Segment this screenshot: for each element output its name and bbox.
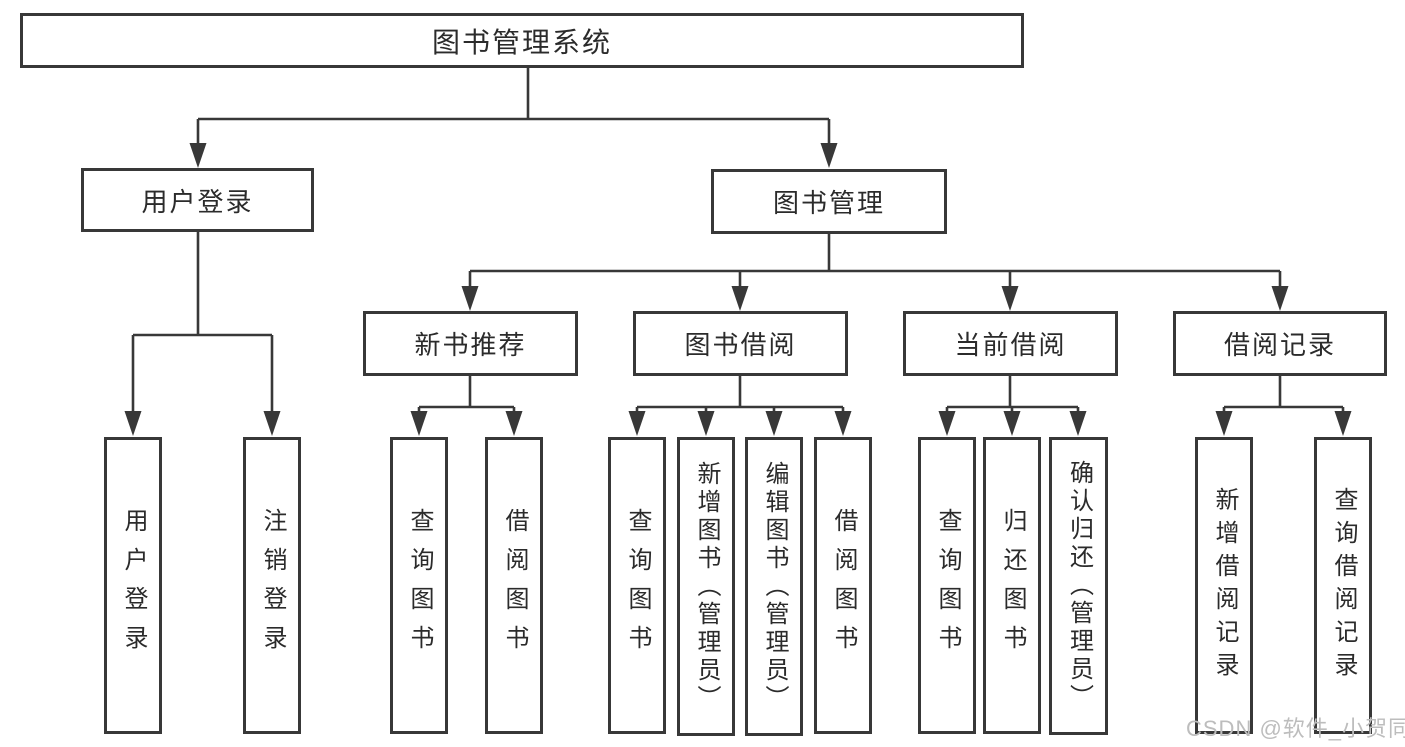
leaf-label: 注销登录 (259, 507, 286, 664)
watermark: CSDN @软件_小贺同学 (1186, 716, 1405, 741)
leaf-label: 借阅图书 (501, 507, 528, 664)
leaf-logout: 注销登录 (243, 437, 301, 734)
node-label: 图书借阅 (684, 330, 797, 360)
leaf-label: 新增图书（管理员） (693, 460, 720, 713)
leaf-query-books-borrow: 查询图书 (608, 437, 666, 734)
leaf-label: 确认归还（管理员） (1065, 460, 1093, 712)
leaf-label: 借阅图书 (830, 507, 857, 664)
leaf-label: 新增借阅记录 (1211, 486, 1238, 685)
leaf-label: 查询借阅记录 (1330, 486, 1357, 685)
leaf-borrow-books: 借阅图书 (814, 437, 872, 734)
node-library-management-system: 图书管理系统 (20, 13, 1024, 68)
node-label: 当前借阅 (954, 330, 1067, 360)
node-book-borrowing: 图书借阅 (633, 311, 848, 376)
node-user-login: 用户登录 (81, 168, 314, 232)
node-label: 用户登录 (141, 186, 254, 217)
leaf-borrow-books-recommend: 借阅图书 (485, 437, 543, 734)
leaf-label: 用户登录 (120, 507, 147, 664)
node-label: 新书推荐 (414, 330, 527, 360)
leaf-query-borrow-record: 查询借阅记录 (1314, 437, 1372, 734)
leaf-label: 归还图书 (999, 507, 1026, 664)
leaf-user-login: 用户登录 (104, 437, 162, 734)
leaf-label: 查询图书 (624, 507, 651, 664)
node-borrowing-records: 借阅记录 (1173, 311, 1387, 376)
leaf-add-books-admin: 新增图书（管理员） (677, 437, 735, 736)
leaf-label: 查询图书 (934, 507, 961, 664)
node-label: 图书管理系统 (431, 26, 612, 58)
leaf-label: 查询图书 (406, 507, 433, 664)
leaf-label: 编辑图书（管理员） (761, 460, 788, 713)
leaf-query-books-current: 查询图书 (918, 437, 976, 734)
leaf-query-books-recommend: 查询图书 (390, 437, 448, 734)
node-label: 图书管理 (772, 188, 885, 218)
node-book-management: 图书管理 (711, 169, 947, 234)
leaf-add-borrow-record: 新增借阅记录 (1195, 437, 1253, 734)
node-new-book-recommendation: 新书推荐 (363, 311, 578, 376)
node-label: 借阅记录 (1223, 330, 1336, 360)
leaf-edit-books-admin: 编辑图书（管理员） (745, 437, 803, 736)
leaf-confirm-return-admin: 确认归还（管理员） (1049, 437, 1108, 735)
leaf-return-books: 归还图书 (983, 437, 1041, 734)
node-current-borrowing: 当前借阅 (903, 311, 1118, 376)
